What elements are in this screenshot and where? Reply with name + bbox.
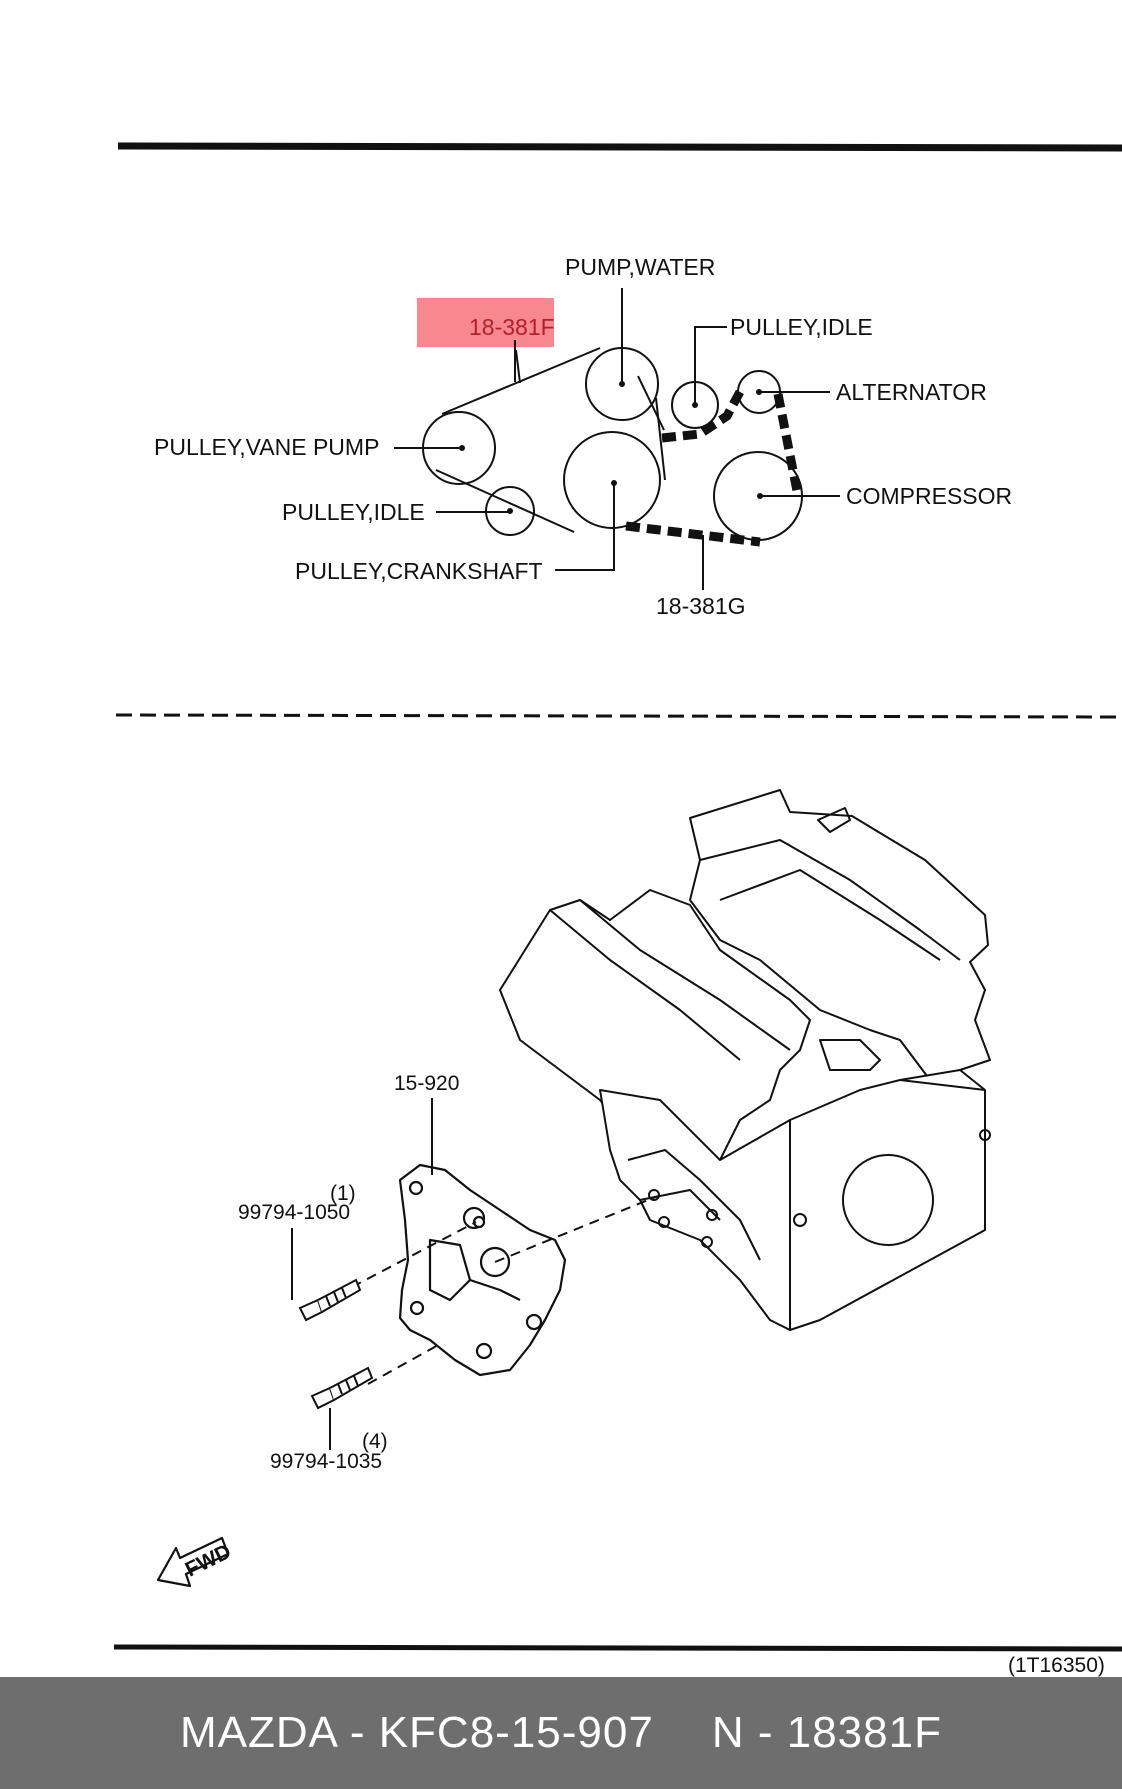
bolt-99794-1050[interactable] [298,1278,362,1322]
label-pulley-vane-pump: PULLEY,VANE PUMP [154,434,379,460]
label-pulley-idle-bottom: PULLEY,IDLE [282,499,425,525]
footer-bar: MAZDA - KFC8-15-907 N - 18381F [0,1677,1122,1789]
bolt-99794-1035[interactable] [310,1366,374,1410]
label-bracket: 15-920 [394,1072,459,1095]
dashed-separator [115,713,1122,719]
pulley-crankshaft [563,431,661,529]
label-pump-water: PUMP,WATER [565,254,715,280]
belt-diagram: PUMP,WATER 18-381F PULLEY,IDLE ALTERNATO… [154,254,1012,619]
label-compressor: COMPRESSOR [846,483,1012,509]
label-pulley-crankshaft: PULLEY,CRANKSHAFT [295,558,543,584]
highlight-box[interactable] [417,298,554,347]
engine-bracket[interactable] [398,1163,567,1377]
footer-part-number: MAZDA - KFC8-15-907 [180,1708,654,1757]
engine-illustration [499,789,991,1331]
label-belt-g: 18-381G [656,593,746,619]
label-highlight-part[interactable]: 18-381F [469,314,555,340]
label-bolt1-qty: (1) [330,1182,356,1205]
label-bolt2-part: 99794-1035 [270,1450,382,1473]
label-pulley-idle-top: PULLEY,IDLE [730,314,873,340]
figure-code: (1T16350) [1008,1654,1105,1677]
label-bolt2-qty: (4) [362,1430,388,1453]
label-alternator: ALTERNATOR [836,379,987,405]
footer-ref-number: N - 18381F [711,1708,942,1757]
label-bolt1-part: 99794-1050 [238,1201,350,1224]
fwd-arrow-icon: FWD [156,1536,235,1588]
bottom-rule [113,1644,1122,1652]
top-rule [117,142,1122,152]
